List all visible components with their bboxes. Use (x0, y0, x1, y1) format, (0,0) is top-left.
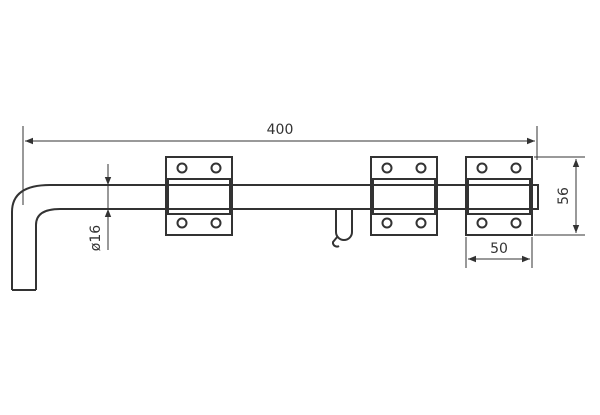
dimension-bracket-height: 56 (534, 156, 585, 236)
bracket-sleeve (467, 178, 531, 215)
length-label: 400 (267, 122, 294, 138)
dimension-rod-diameter: ø16 (88, 164, 112, 251)
bracket-left (165, 156, 233, 236)
bracket-sleeve (167, 178, 231, 215)
screw-hole (476, 162, 488, 174)
screw-hole (381, 217, 393, 229)
bracket-right (465, 156, 533, 236)
bracket-sleeve (372, 178, 436, 215)
screw-hole (415, 217, 427, 229)
width-label: 50 (490, 241, 508, 257)
screw-hole (210, 217, 222, 229)
screw-hole (210, 162, 222, 174)
screw-hole (176, 162, 188, 174)
bolt-knob (331, 209, 353, 248)
screw-hole (476, 217, 488, 229)
screw-hole (510, 162, 522, 174)
dimension-bracket-width: 50 (465, 237, 533, 268)
bracket-plate (370, 156, 438, 236)
bracket-middle (370, 156, 438, 236)
screw-hole (381, 162, 393, 174)
bracket-plate (465, 156, 533, 236)
screw-hole (415, 162, 427, 174)
diameter-label: ø16 (88, 225, 104, 251)
screw-hole (176, 217, 188, 229)
height-label: 56 (556, 187, 572, 205)
bracket-plate (165, 156, 233, 236)
screw-hole (510, 217, 522, 229)
dimension-overall-length: 400 (22, 122, 538, 205)
